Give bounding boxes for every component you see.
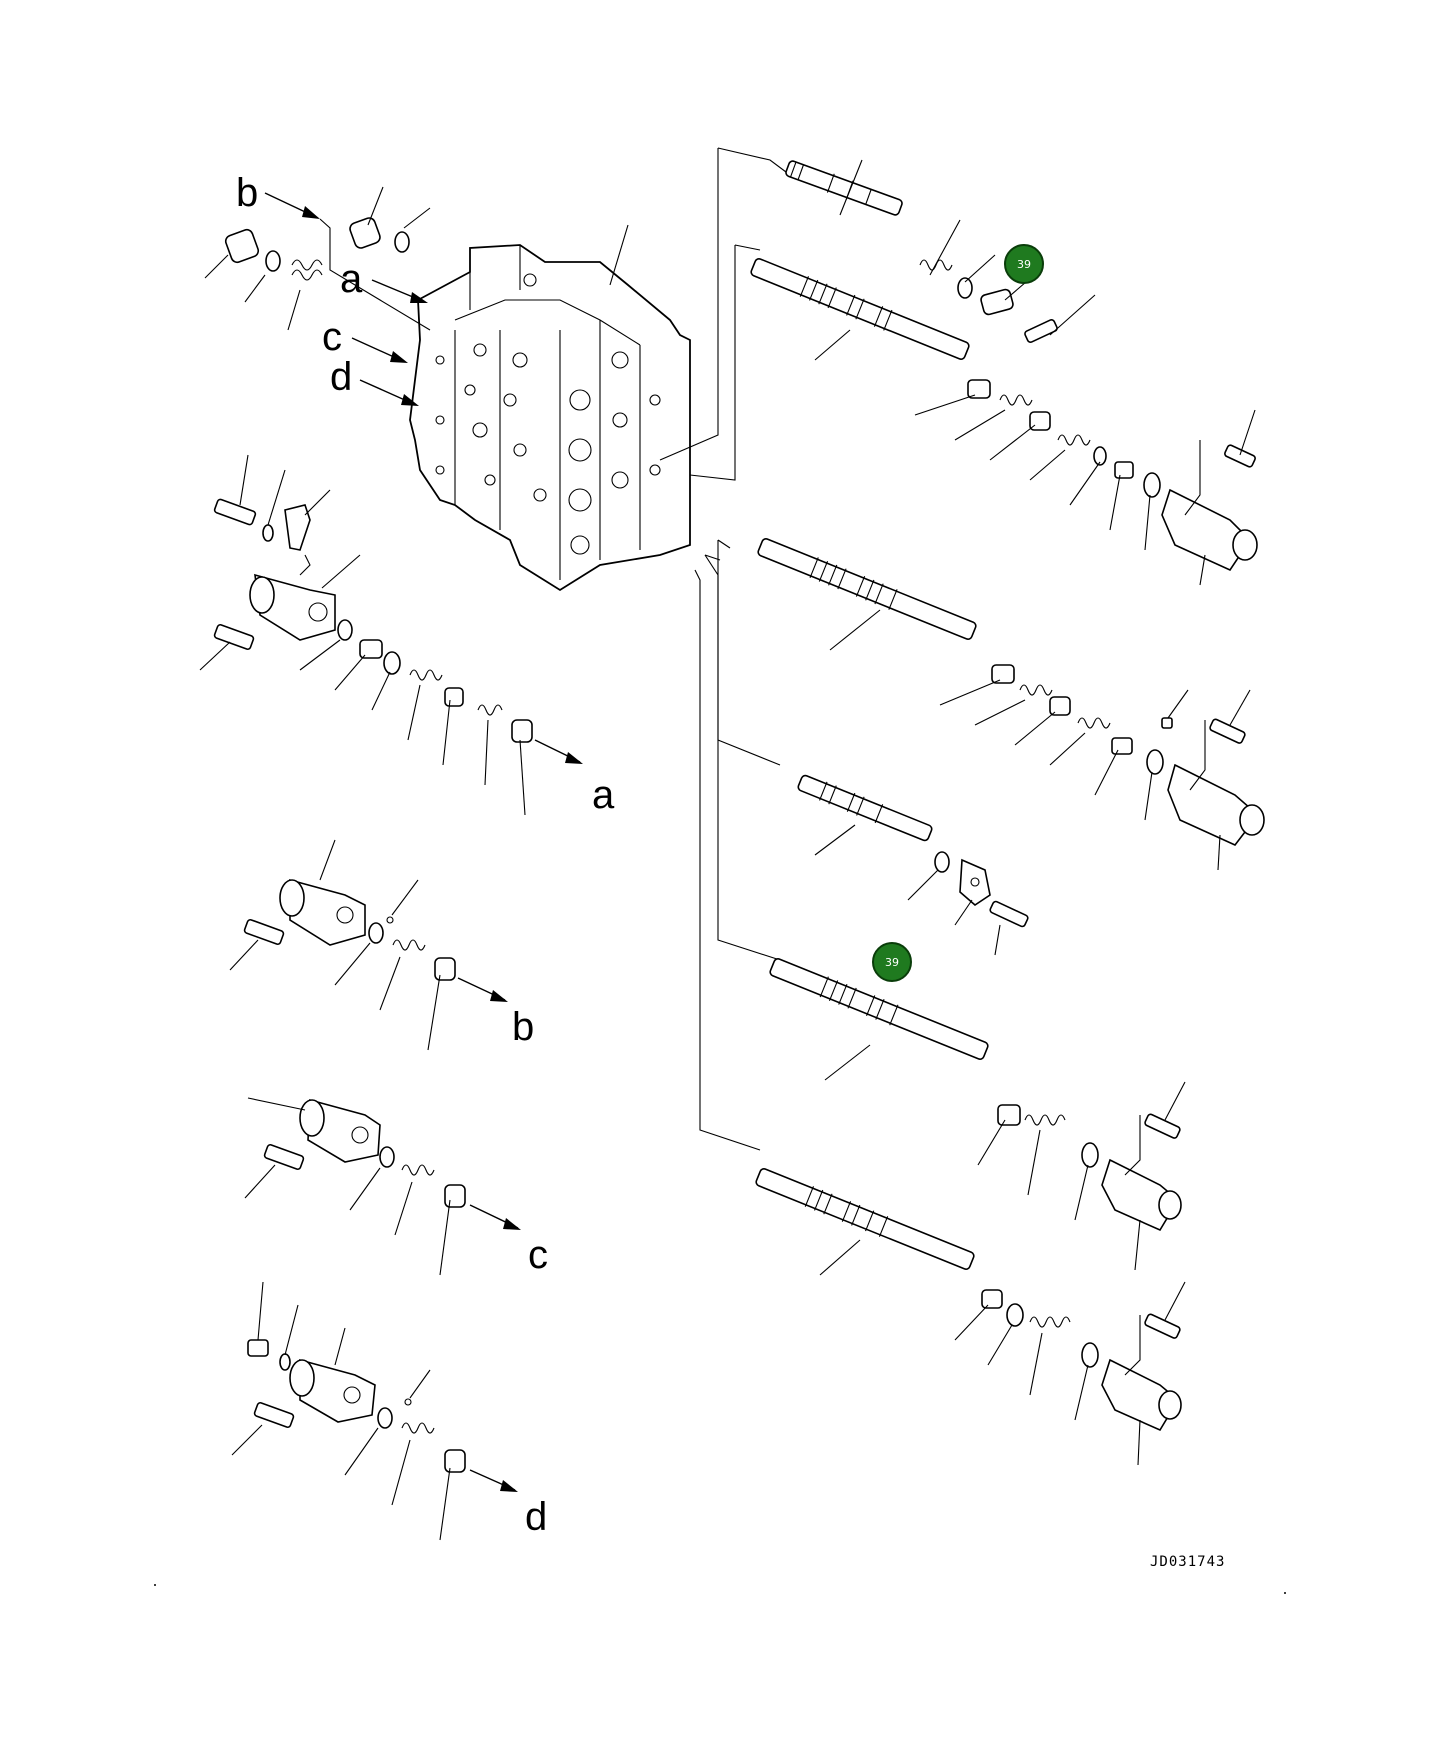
svg-text:d: d [330,355,352,399]
drawing-code: JD031743 [1150,1554,1225,1570]
marker-c-top: c [322,315,408,363]
svg-text:39: 39 [885,956,899,969]
spool-4 [797,774,1029,956]
callout-39-middle[interactable]: 39 [872,942,912,982]
corner-dot-left [154,1584,156,1586]
marker-b-top: b [236,171,431,331]
svg-text:39: 39 [1017,258,1031,271]
spool-6 [755,1167,1186,1466]
left-group-3 [244,1097,466,1276]
marker-a-top: a [340,257,428,303]
svg-text:c: c [322,315,342,359]
valve-body [409,244,691,592]
left-group-2 [229,839,456,1051]
callout-39-top[interactable]: 39 [1004,244,1044,284]
svg-text:d: d [525,1495,547,1539]
spool-1 [785,159,1096,344]
marker-c-mid: c [469,1204,548,1277]
svg-text:a: a [592,773,615,817]
leader-body [609,224,629,286]
marker-a-mid: a [534,739,615,817]
svg-text:a: a [340,257,363,301]
svg-text:b: b [236,171,258,215]
marker-d-mid: d [469,1469,547,1539]
spool-3 [757,537,1265,871]
grouping-lines-right [659,147,791,1151]
left-group-4 [231,1281,466,1541]
corner-dot-right [1284,1592,1286,1594]
plug-group-top [204,186,431,331]
left-group-1 [199,454,533,816]
svg-text:b: b [512,1005,534,1049]
marker-b-mid: b [457,977,534,1049]
marker-d-top: d [330,355,419,406]
svg-text:c: c [528,1233,548,1277]
spool-2 [750,257,1258,586]
spool-5 [769,957,1186,1271]
